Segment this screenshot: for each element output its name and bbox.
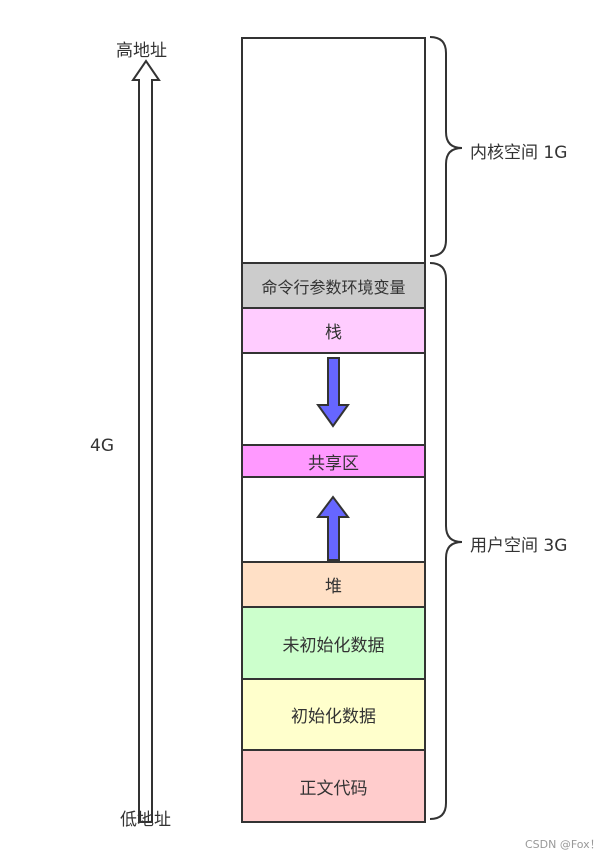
- segment-label: 初始化数据: [291, 707, 376, 727]
- total-size-label: 4G: [90, 436, 114, 456]
- segment-label: 共享区: [308, 453, 359, 474]
- segment-data: 初始化数据: [241, 678, 426, 751]
- segment-label: 正文代码: [299, 778, 368, 799]
- segment-label: 栈: [325, 323, 342, 343]
- high-address-label: 高地址: [116, 41, 167, 61]
- user-space-brace: [429, 262, 463, 820]
- stack-grows-down-arrow: [316, 357, 350, 428]
- segment-text: 正文代码: [241, 749, 426, 823]
- segment-kernel: [241, 37, 426, 264]
- segment-bss: 未初始化数据: [241, 606, 426, 680]
- user-space-label: 用户空间 3G: [470, 536, 568, 556]
- segment-label: 未初始化数据: [282, 635, 385, 656]
- kernel-space-brace: [429, 36, 463, 257]
- address-up-arrow: [131, 59, 161, 823]
- segment-cmdline-env: 命令行参数环境变量: [241, 262, 426, 309]
- segment-shared: 共享区: [241, 444, 426, 478]
- watermark: CSDN @Fox！: [525, 838, 601, 851]
- low-address-label: 低地址: [120, 810, 171, 830]
- heap-grows-up-arrow: [316, 495, 350, 561]
- segment-label: 命令行参数环境变量: [261, 277, 406, 297]
- segment-heap: 堆: [241, 561, 426, 608]
- kernel-space-label: 内核空间 1G: [470, 143, 568, 163]
- segment-label: 堆: [325, 577, 342, 597]
